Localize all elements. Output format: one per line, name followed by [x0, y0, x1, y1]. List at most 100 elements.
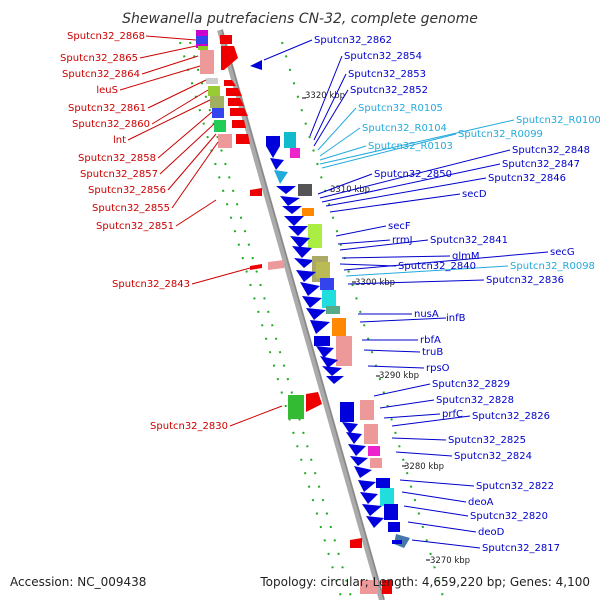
reverse-gene-arrow	[276, 186, 296, 194]
gene-label-right[interactable]: Sputcn32_2841	[430, 235, 508, 246]
rna-label-right[interactable]: Sputcn32_R0098	[510, 261, 595, 272]
forward-gene-arrow	[228, 98, 244, 106]
reverse-gene-arrow	[250, 60, 262, 70]
rna-label-right[interactable]: Sputcn32_R0104	[362, 123, 447, 134]
reverse-gene-arrow	[360, 492, 378, 504]
gene-block	[336, 336, 352, 366]
gene-label-right[interactable]: secD	[462, 189, 487, 200]
forward-gene-arrow	[250, 264, 262, 270]
gene-label-right[interactable]: deoD	[478, 527, 505, 538]
gene-label-left[interactable]: Sputcn32_2851	[96, 221, 174, 232]
gene-block	[370, 458, 382, 468]
reverse-gene-arrow	[302, 296, 322, 308]
gene-label-left[interactable]: Sputcn32_2856	[88, 185, 166, 196]
reverse-gene-arrow	[274, 170, 288, 184]
rna-label-right[interactable]: Sputcn32_R0099	[458, 129, 543, 140]
gene-label-right[interactable]: rbfA	[420, 335, 441, 346]
reverse-gene-arrow	[284, 216, 304, 226]
gene-label-right[interactable]: Sputcn32_2824	[454, 451, 532, 462]
gene-label-right[interactable]: Sputcn32_2828	[436, 395, 514, 406]
gene-label-right[interactable]: Sputcn32_2822	[476, 481, 554, 492]
reverse-gene-arrow	[310, 320, 330, 334]
gene-label-left[interactable]: Sputcn32_2830	[150, 421, 228, 432]
gene-label-right[interactable]: Sputcn32_2836	[486, 275, 564, 286]
gene-label-left[interactable]: Sputcn32_2843	[112, 279, 190, 290]
map-title: Shewanella putrefaciens CN-32, complete …	[122, 11, 478, 27]
gene-label-left[interactable]: Sputcn32_2864	[62, 69, 140, 80]
gene-label-right[interactable]: truB	[422, 347, 443, 358]
gene-block	[206, 78, 218, 84]
gene-label-right[interactable]: Sputcn32_2820	[470, 511, 548, 522]
gene-block	[196, 36, 208, 44]
gene-label-left[interactable]: Sputcn32_2858	[78, 153, 156, 164]
forward-gene-arrow	[306, 392, 322, 412]
rna-label-right[interactable]: Sputcn32_R0105	[358, 103, 443, 114]
gene-label-right[interactable]: Sputcn32_2848	[512, 145, 590, 156]
gene-label-right[interactable]: prfC	[442, 409, 463, 420]
reverse-gene-arrow	[266, 146, 280, 158]
gene-label-right[interactable]: Sputcn32_2852	[350, 85, 428, 96]
gene-block	[360, 400, 374, 420]
gene-block	[288, 395, 304, 419]
gene-label-left[interactable]: Sputcn32_2860	[72, 119, 150, 130]
gene-label-left[interactable]: Sputcn32_2855	[92, 203, 170, 214]
forward-gene-arrow	[221, 46, 238, 70]
gene-label-right[interactable]: Sputcn32_2862	[314, 35, 392, 46]
gene-label-right[interactable]: secG	[550, 247, 575, 258]
gene-label-right[interactable]: rpsO	[426, 363, 450, 374]
gene-label-left[interactable]: Sputcn32_2865	[60, 53, 138, 64]
gene-label-left[interactable]: Sputcn32_2857	[80, 169, 158, 180]
reverse-gene-arrow	[292, 246, 312, 258]
gene-block	[364, 424, 378, 444]
gene-block	[384, 504, 398, 520]
right-gene-labels: Sputcn32_2862 Sputcn32_2854 Sputcn32_285…	[314, 35, 600, 554]
gene-label-left[interactable]: Sputcn32_2868	[67, 31, 145, 42]
left-leader-lines	[119, 35, 283, 427]
tick-label: 3290 kbp	[379, 371, 419, 381]
gene-block	[392, 540, 402, 544]
gene-label-right[interactable]: Sputcn32_2829	[432, 379, 510, 390]
gene-label-right[interactable]: deoA	[468, 497, 494, 508]
gene-label-right[interactable]: Sputcn32_2840	[398, 261, 476, 272]
gene-label-right[interactable]: Sputcn32_2853	[348, 69, 426, 80]
gene-block	[382, 580, 392, 594]
gene-block	[340, 402, 354, 422]
reverse-gene-arrow	[282, 206, 302, 214]
rna-label-right[interactable]: Sputcn32_R0100	[516, 115, 600, 126]
gene-block	[308, 224, 322, 248]
forward-gene-arrow	[230, 108, 248, 116]
gene-label-left[interactable]: Sputcn32_2861	[68, 103, 146, 114]
gene-label-right[interactable]: nusA	[414, 309, 439, 320]
reverse-gene-arrow	[348, 444, 366, 456]
gene-label-left[interactable]: lnt	[113, 135, 126, 146]
gene-label-right[interactable]: glmM	[452, 251, 480, 262]
gene-block	[380, 488, 394, 506]
gene-label-right[interactable]: Sputcn32_2854	[344, 51, 422, 62]
rna-label-right[interactable]: Sputcn32_R0103	[368, 141, 453, 152]
gene-label-right[interactable]: Sputcn32_2846	[488, 173, 566, 184]
forward-gene-arrow	[224, 80, 236, 86]
gene-label-right[interactable]: Sputcn32_2825	[448, 435, 526, 446]
reverse-gene-arrow	[358, 480, 376, 492]
reverse-gene-arrow	[300, 282, 320, 296]
gene-block	[314, 336, 330, 346]
reverse-gene-arrow	[346, 432, 362, 444]
reverse-gene-arrow	[322, 366, 342, 376]
gene-label-right[interactable]: rrmJ	[392, 235, 413, 246]
gene-label-right[interactable]: Sputcn32_2817	[482, 543, 560, 554]
gene-label-right[interactable]: infB	[446, 313, 466, 324]
gene-label-right[interactable]: Sputcn32_2847	[502, 159, 580, 170]
forward-strand-genes	[196, 30, 392, 594]
reverse-gene-arrow	[354, 466, 372, 478]
gene-label-left[interactable]: leuS	[96, 85, 118, 96]
gene-block	[210, 96, 224, 108]
gene-block	[212, 108, 224, 118]
reverse-gene-arrow	[288, 226, 308, 236]
gene-label-right[interactable]: secF	[388, 221, 411, 232]
reverse-gene-arrow	[296, 270, 316, 282]
gene-label-right[interactable]: Sputcn32_2850	[374, 169, 452, 180]
gene-label-right[interactable]: Sputcn32_2826	[472, 411, 550, 422]
tick-label: 3270 kbp	[430, 556, 470, 566]
reverse-gene-arrow	[362, 504, 382, 516]
